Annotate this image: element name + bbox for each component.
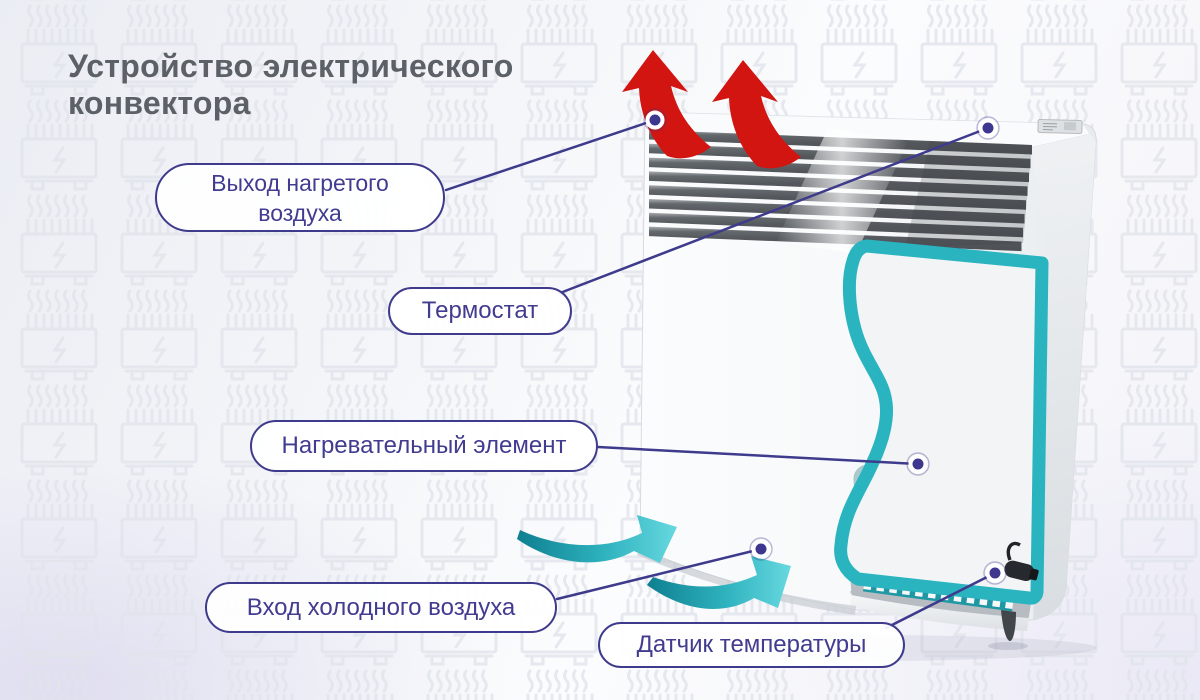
callout-heating-element: Нагревательный элемент <box>250 420 598 472</box>
marker-dots <box>643 108 1007 585</box>
convector-device-illustration <box>627 111 1097 661</box>
leader-line-thermostat <box>558 126 990 295</box>
leader-line-cold-air <box>555 547 763 601</box>
callout-thermostat: Термостат <box>388 287 572 335</box>
marker-dot-sensor <box>983 561 1007 585</box>
callout-cold-air-inlet: Вход холодного воздуха <box>205 582 557 633</box>
leader-line-heating-element <box>596 445 920 466</box>
marker-dot-cold-air <box>749 537 773 561</box>
control-panel <box>1037 118 1083 135</box>
marker-dot-heating-element <box>906 452 930 476</box>
cold-air-arrow-icon <box>517 515 791 609</box>
leader-line-hot-air <box>444 118 657 192</box>
page-title: Устройство электрического конвектора <box>68 48 628 122</box>
page-title-line2: конвектора <box>68 85 251 121</box>
leader-lines <box>444 118 997 630</box>
marker-dot-thermostat <box>976 116 1000 140</box>
callout-temperature-sensor: Датчик температуры <box>598 622 905 668</box>
page-title-line1: Устройство электрического <box>68 48 514 84</box>
callout-hot-air-outlet: Выход нагретого воздуха <box>155 163 445 232</box>
device-foot <box>1001 610 1016 641</box>
temperature-sensor-part <box>1004 541 1039 581</box>
leader-line-sensor <box>884 571 997 630</box>
marker-dot-hot-air <box>643 108 667 132</box>
